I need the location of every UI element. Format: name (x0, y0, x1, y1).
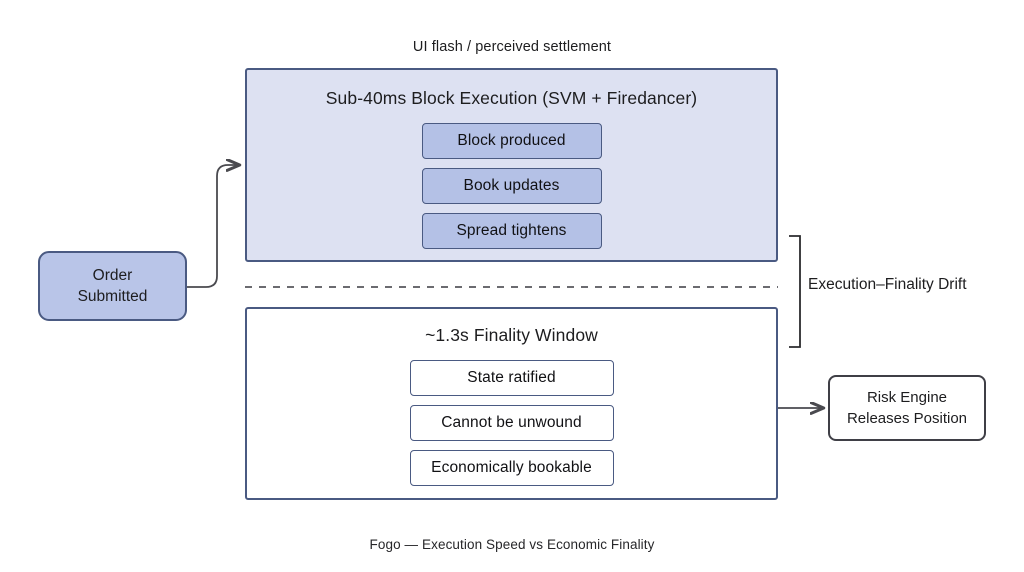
panel-finality-title: ~1.3s Finality Window (425, 325, 598, 345)
pill-economically-bookable[interactable]: Economically bookable (409, 450, 614, 486)
pill-cannot-be-unwound[interactable]: Cannot be unwound (409, 405, 614, 441)
panel-finality[interactable]: ~1.3s Finality Window State ratified Can… (245, 307, 778, 500)
drift-bracket-label: Execution–Finality Drift (808, 276, 967, 293)
caption-bottom: Fogo — Execution Speed vs Economic Final… (369, 537, 655, 552)
panel-execution-title: Sub-40ms Block Execution (SVM + Firedanc… (325, 88, 698, 108)
panel-execution[interactable]: Sub-40ms Block Execution (SVM + Firedanc… (245, 68, 778, 262)
drift-bracket (789, 235, 801, 348)
node-risk-engine[interactable]: Risk Engine Releases Position (828, 375, 986, 441)
node-order-submitted-label: Order Submitted (77, 267, 148, 305)
panel-finality-pill-list: State ratified Cannot be unwound Economi… (247, 360, 776, 486)
pill-book-updates[interactable]: Book updates (421, 168, 602, 204)
pill-state-ratified[interactable]: State ratified (409, 360, 614, 396)
pill-block-produced[interactable]: Block produced (421, 123, 602, 159)
panel-execution-pill-list: Block produced Book updates Spread tight… (247, 123, 776, 249)
caption-top: UI flash / perceived settlement (412, 39, 612, 55)
node-risk-engine-label: Risk Engine Releases Position (846, 389, 968, 427)
arrow-order-to-execution (186, 165, 239, 288)
pill-spread-tightens[interactable]: Spread tightens (421, 213, 602, 249)
node-order-submitted[interactable]: Order Submitted (38, 251, 187, 321)
